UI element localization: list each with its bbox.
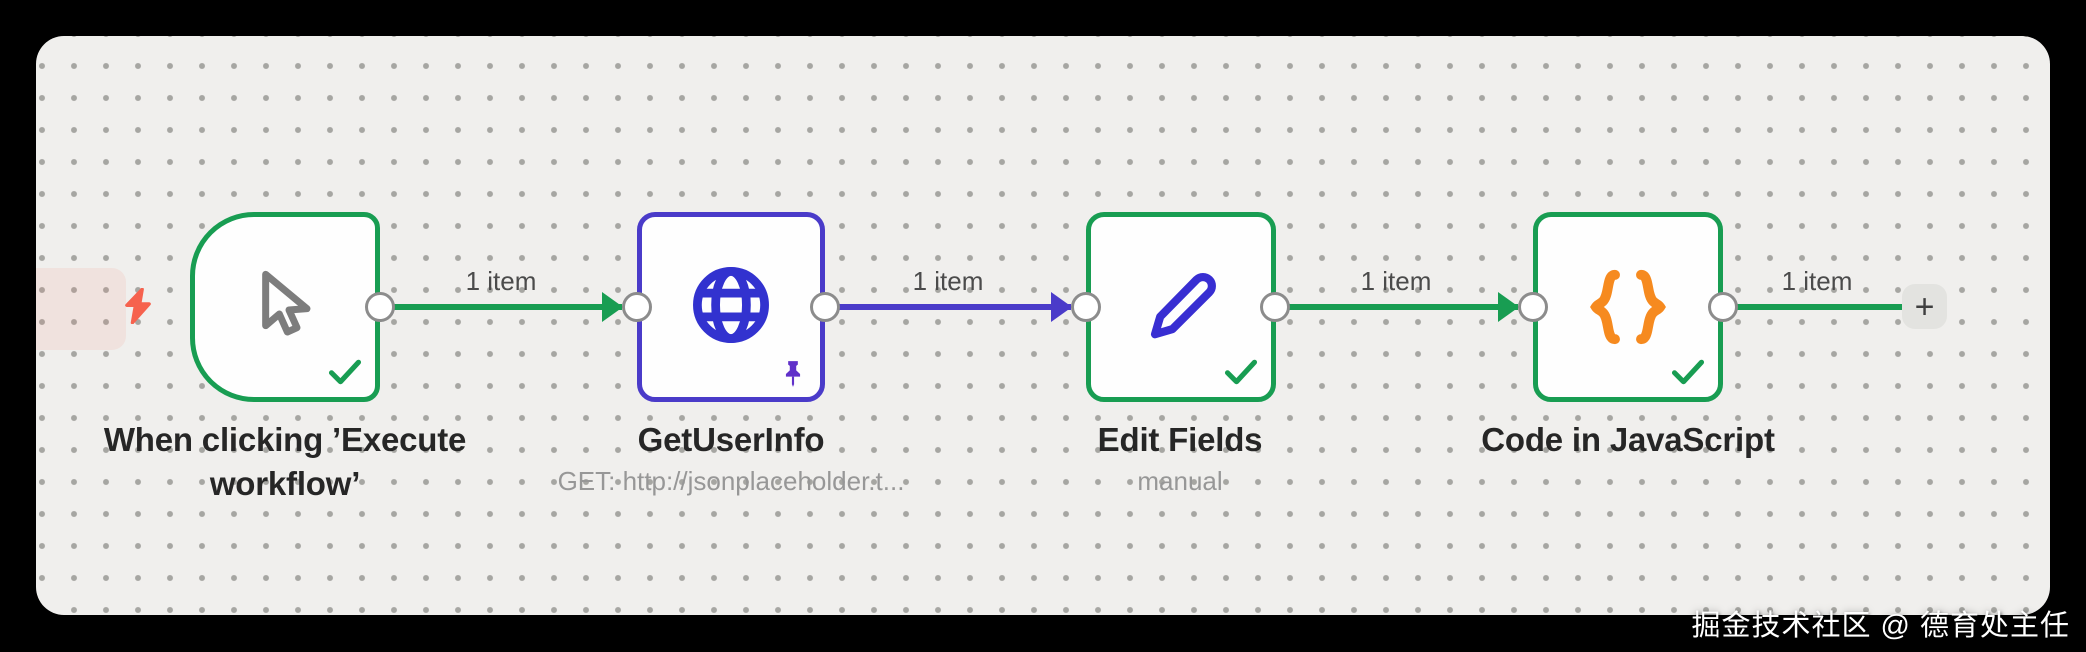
connection-arrowhead-2: [1051, 292, 1072, 322]
success-check-icon: [1223, 357, 1259, 387]
output-port-trigger[interactable]: [365, 292, 395, 322]
input-port-code[interactable]: [1518, 292, 1548, 322]
connection-line-3[interactable]: [1276, 304, 1518, 310]
execute-hint-pill: [36, 268, 126, 350]
success-check-icon: [327, 357, 363, 387]
input-port-getuserinfo[interactable]: [622, 292, 652, 322]
node-getuserinfo[interactable]: [637, 212, 825, 402]
node-edit-fields[interactable]: [1086, 212, 1276, 402]
output-port-edit-fields[interactable]: [1260, 292, 1290, 322]
connection-items-label: 1 item: [912, 266, 984, 296]
connection-arrowhead-1: [602, 292, 623, 322]
node-title: When clicking ’Execute workflow’: [103, 421, 467, 502]
pin-icon: [780, 359, 806, 389]
pencil-icon: [1142, 266, 1220, 349]
node-when-clicking-execute-workflow[interactable]: [190, 212, 380, 402]
add-node-button[interactable]: +: [1902, 284, 1947, 329]
watermark-text: 掘金技术社区 @ 德育处主任: [1691, 610, 2070, 642]
node-subtitle: GET: http://jsonplaceholder.t...: [557, 466, 905, 496]
output-port-getuserinfo[interactable]: [810, 292, 840, 322]
lightning-bolt-icon[interactable]: [124, 287, 152, 325]
node-title: Edit Fields: [1097, 421, 1263, 458]
connection-items-label: 1 item: [1360, 266, 1432, 296]
globe-icon: [689, 263, 773, 352]
mouse-pointer-icon: [245, 265, 325, 350]
code-braces-icon: [1580, 266, 1676, 348]
connection-items-label: 1 item: [1781, 266, 1853, 296]
success-check-icon: [1670, 357, 1706, 387]
output-port-code[interactable]: [1708, 292, 1738, 322]
connection-line-4[interactable]: [1723, 304, 1902, 310]
input-port-edit-fields[interactable]: [1071, 292, 1101, 322]
node-title: Code in JavaScript: [1481, 421, 1775, 458]
node-title: GetUserInfo: [637, 421, 825, 458]
connection-arrowhead-3: [1498, 292, 1519, 322]
connection-items-label: 1 item: [465, 266, 537, 296]
node-subtitle: manual: [1137, 466, 1223, 496]
node-code-in-javascript[interactable]: [1533, 212, 1723, 402]
workflow-canvas[interactable]: 1 item 1 item 1 item 1 item When clickin…: [36, 36, 2050, 615]
connection-line-2[interactable]: [825, 304, 1071, 310]
connection-line-1[interactable]: [380, 304, 622, 310]
